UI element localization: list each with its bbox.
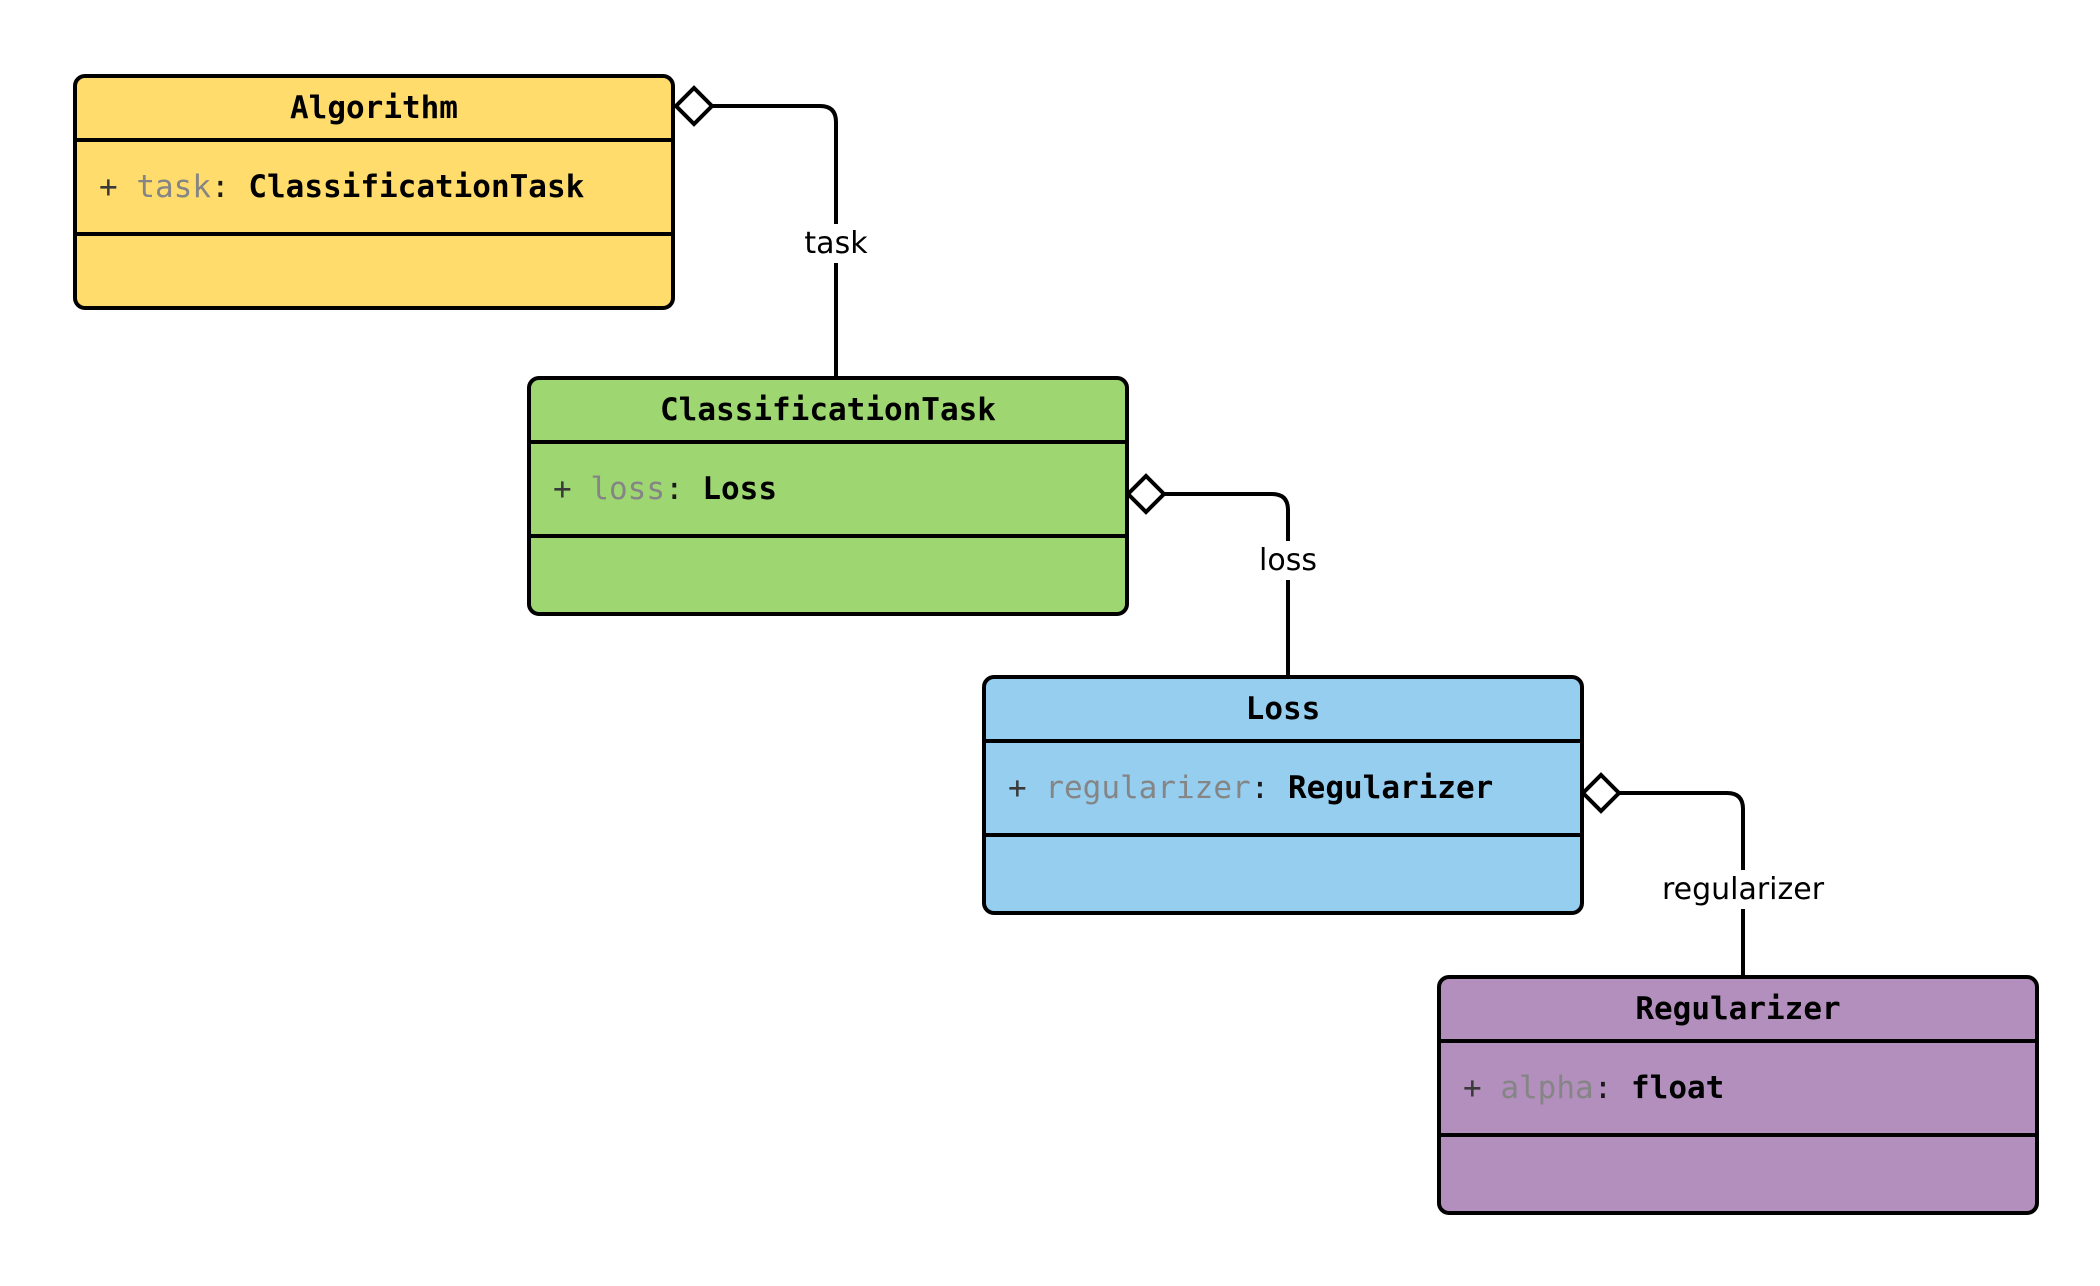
uml-class-loss-title-band: Loss bbox=[986, 679, 1580, 743]
attribute-type: float bbox=[1631, 1070, 1725, 1106]
attribute-visibility: + bbox=[99, 169, 118, 205]
attribute-visibility: + bbox=[553, 471, 572, 507]
uml-class-regularizer[interactable]: Regularizer + alpha: float bbox=[1437, 975, 2039, 1215]
uml-attribute-row: + task: ClassificationTask bbox=[99, 169, 584, 205]
uml-class-classificationtask-methods-band bbox=[531, 538, 1125, 612]
uml-class-regularizer-attributes-band: + alpha: float bbox=[1441, 1043, 2035, 1137]
attribute-separator: : bbox=[665, 471, 684, 507]
attribute-visibility: + bbox=[1463, 1070, 1482, 1106]
uml-class-algorithm-title-band: Algorithm bbox=[77, 78, 671, 142]
uml-class-regularizer-title-band: Regularizer bbox=[1441, 979, 2035, 1043]
uml-class-algorithm[interactable]: Algorithm + task: ClassificationTask bbox=[73, 74, 675, 310]
uml-class-algorithm-attributes-band: + task: ClassificationTask bbox=[77, 142, 671, 236]
attribute-separator: : bbox=[1593, 1070, 1613, 1106]
uml-class-classificationtask-title-band: ClassificationTask bbox=[531, 380, 1125, 444]
attribute-type: Loss bbox=[702, 471, 777, 507]
attribute-type: Regularizer bbox=[1288, 770, 1494, 806]
uml-class-regularizer-name: Regularizer bbox=[1635, 991, 1841, 1027]
attribute-separator: : bbox=[211, 169, 230, 205]
edge-line-loss bbox=[1164, 492, 1290, 675]
aggregation-diamond-icon-regularizer bbox=[1580, 772, 1622, 814]
uml-class-loss-methods-band bbox=[986, 837, 1580, 911]
uml-attribute-row: + alpha: float bbox=[1463, 1070, 1724, 1106]
aggregation-diamond-icon-task bbox=[673, 85, 715, 127]
attribute-name: alpha bbox=[1500, 1070, 1594, 1106]
uml-class-classificationtask[interactable]: ClassificationTask + loss: Loss bbox=[527, 376, 1129, 616]
uml-class-algorithm-methods-band bbox=[77, 236, 671, 306]
edge-label-loss: loss bbox=[1253, 541, 1323, 580]
uml-class-classificationtask-attributes-band: + loss: Loss bbox=[531, 444, 1125, 538]
uml-class-algorithm-name: Algorithm bbox=[290, 90, 458, 126]
attribute-name: regularizer bbox=[1045, 770, 1251, 806]
uml-attribute-row: + loss: Loss bbox=[553, 471, 777, 507]
attribute-type: ClassificationTask bbox=[248, 169, 585, 205]
attribute-name: task bbox=[136, 169, 211, 205]
edge-label-task: task bbox=[798, 224, 874, 263]
attribute-visibility: + bbox=[1008, 770, 1027, 806]
uml-class-loss[interactable]: Loss + regularizer: Regularizer bbox=[982, 675, 1584, 915]
uml-attribute-row: + regularizer: Regularizer bbox=[1008, 770, 1493, 806]
edge-label-regularizer: regularizer bbox=[1655, 870, 1831, 909]
uml-class-regularizer-methods-band bbox=[1441, 1137, 2035, 1211]
uml-class-classificationtask-name: ClassificationTask bbox=[660, 392, 996, 428]
uml-class-loss-attributes-band: + regularizer: Regularizer bbox=[986, 743, 1580, 837]
aggregation-diamond-icon-loss bbox=[1125, 473, 1167, 515]
uml-class-loss-name: Loss bbox=[1245, 691, 1321, 727]
attribute-separator: : bbox=[1250, 770, 1270, 806]
attribute-name: loss bbox=[590, 471, 665, 507]
